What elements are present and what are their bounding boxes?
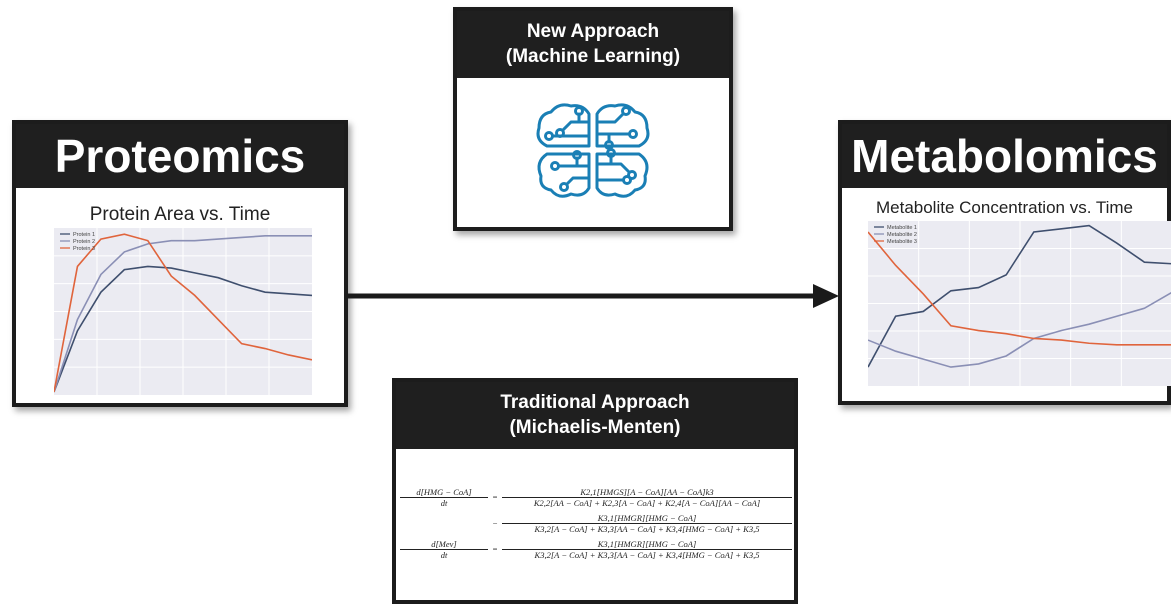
lhs-denominator: dt: [440, 549, 448, 560]
rhs-numerator: K2,1[HMGS][A − CoA][AA − CoA]k3: [502, 487, 792, 498]
metabolomics-panel: Metabolomics Metabolite Concentration vs…: [838, 120, 1171, 405]
series-line-3: [54, 233, 312, 393]
rhs-numerator: K3,1[HMGR][HMG − CoA]: [502, 539, 792, 550]
traditional-approach-panel: Traditional Approach (Michaelis-Menten) …: [392, 378, 798, 604]
lhs-numerator: d[HMG − CoA]: [400, 487, 488, 498]
series-line-3: [868, 231, 1171, 346]
michaelis-menten-equations: d[HMG − CoA]dt=K2,1[HMGS][A − CoA][AA − …: [400, 484, 792, 562]
legend-label: Protein 3: [73, 246, 95, 252]
equation-row: −K3,1[HMGR][HMG − CoA]K3,2[A − CoA] + K3…: [400, 510, 792, 536]
metabolite-chart-title: Metabolite Concentration vs. Time: [875, 198, 1133, 217]
traditional-approach-subtitle: (Michaelis-Menten): [509, 417, 681, 438]
brain-circuit-icon: [536, 103, 650, 198]
series-line-1: [54, 265, 312, 393]
legend-label: Protein 2: [73, 239, 95, 245]
new-approach-subtitle: (Machine Learning): [505, 46, 681, 67]
series-line-2: [868, 292, 1171, 368]
lhs-numerator: d[Mev]: [400, 539, 488, 550]
rhs-numerator: K3,1[HMGR][HMG − CoA]: [502, 513, 792, 524]
equation-row: d[HMG − CoA]dt = K2,1[HMGS][A − CoA][AA − …: [400, 484, 792, 510]
series-line-2: [54, 235, 312, 393]
rhs-denominator: K3,2[A − CoA] + K3,3[AA − CoA] + K3,4[HM…: [534, 549, 760, 560]
flow-arrow: [347, 284, 839, 308]
equation-operator: =: [492, 492, 498, 502]
traditional-approach-title: Traditional Approach: [500, 392, 690, 413]
legend-label: Metabolite 3: [887, 239, 917, 245]
equation-operator: −: [492, 518, 498, 528]
legend-label: Metabolite 1: [887, 225, 917, 231]
proteomics-panel: Proteomics Protein Area vs. Time Protein…: [12, 120, 348, 407]
equation-row: d[Mev]dt = K3,1[HMGR][HMG − CoA]K3,2[A − C…: [400, 536, 792, 562]
rhs-denominator: K2,2[AA − CoA] + K2,3[A − CoA] + K2,4[A …: [533, 497, 761, 508]
protein-chart-title: Protein Area vs. Time: [89, 204, 271, 225]
legend-label: Metabolite 2: [887, 232, 917, 238]
legend-label: Protein 1: [73, 232, 95, 238]
new-approach-panel: New Approach (Machine Learning): [453, 7, 733, 231]
traditional-approach-header: Traditional Approach (Michaelis-Menten): [396, 382, 794, 449]
equation-operator: =: [492, 544, 498, 554]
new-approach-title: New Approach: [526, 21, 660, 42]
proteomics-title: Proteomics: [16, 124, 344, 188]
lhs-denominator: dt: [440, 497, 448, 508]
rhs-denominator: K3,2[A − CoA] + K3,3[AA − CoA] + K3,4[HM…: [534, 523, 760, 534]
metabolomics-title: Metabolomics: [842, 124, 1167, 188]
series-line-1: [868, 224, 1171, 368]
new-approach-header: New Approach (Machine Learning): [457, 11, 729, 78]
